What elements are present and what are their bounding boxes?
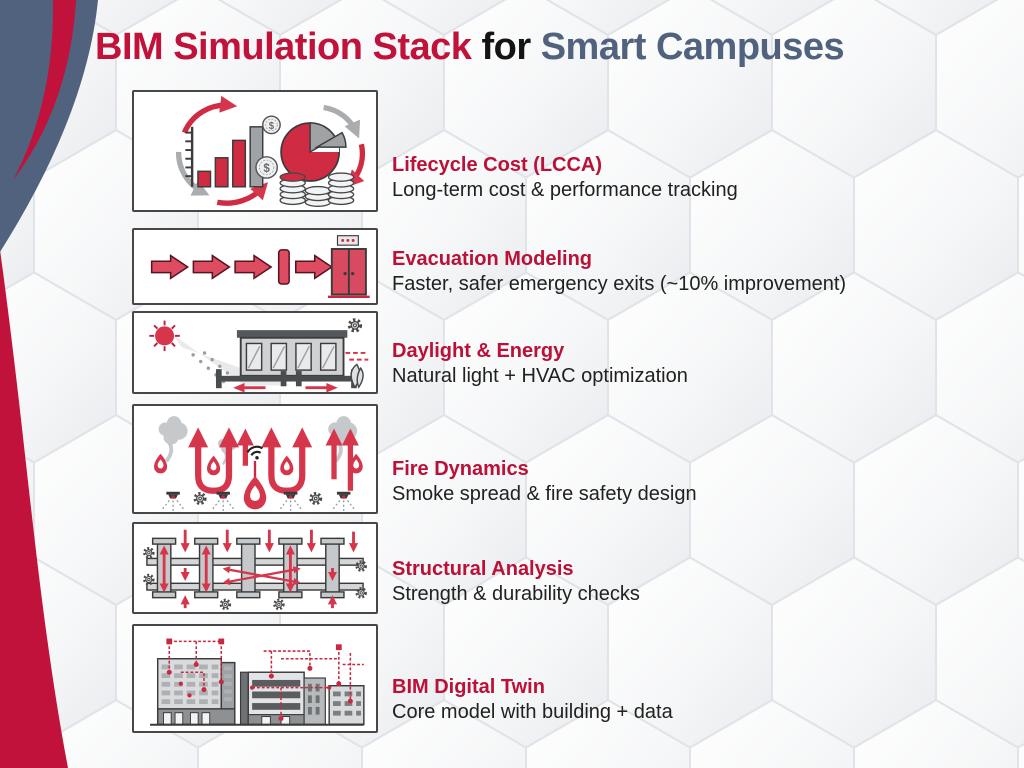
gear-icon bbox=[347, 318, 363, 333]
columns-load-arrows-illustration bbox=[132, 522, 378, 614]
blue-swoosh-shape bbox=[0, 0, 98, 252]
row-heading: Evacuation Modeling bbox=[392, 248, 593, 270]
exit-door-icon bbox=[328, 235, 370, 299]
page-title-red-part: BIM Simulation Stack bbox=[95, 26, 472, 68]
red-swoosh-sliver bbox=[13, 0, 76, 180]
data-circuit-overlay bbox=[168, 640, 364, 719]
leaf-icon bbox=[350, 363, 364, 389]
page-title-mid-part: for bbox=[481, 26, 531, 68]
flame-icon bbox=[154, 453, 168, 474]
row-description: Long-term cost & performance tracking bbox=[392, 179, 738, 201]
slide-arrows-icon bbox=[233, 382, 338, 392]
sun-building-hvac-illustration bbox=[132, 311, 378, 394]
row-fire-dynamics: Fire Dynamics Smoke spread & fire safety… bbox=[392, 457, 697, 506]
sprinkler-icon bbox=[332, 491, 355, 512]
sprinkler-icon bbox=[279, 491, 302, 512]
cycle-arrows-icon bbox=[175, 95, 366, 206]
row-description: Strength & durability checks bbox=[392, 583, 640, 605]
row-daylight-energy: Daylight & Energy Natural light + HVAC o… bbox=[392, 339, 688, 388]
data-node-dots bbox=[166, 638, 353, 721]
svg-text:$: $ bbox=[269, 121, 275, 132]
svg-text:$: $ bbox=[263, 162, 270, 175]
city-data-network-illustration bbox=[132, 624, 378, 733]
row-heading: Structural Analysis bbox=[392, 558, 574, 580]
smoke-icon bbox=[156, 414, 190, 462]
red-dash-lines bbox=[345, 352, 369, 361]
row-evacuation-modeling: Evacuation Modeling Faster, safer emerge… bbox=[392, 247, 846, 296]
row-lifecycle-cost: Lifecycle Cost (LCCA) Long-term cost & p… bbox=[392, 153, 738, 202]
row-heading: BIM Digital Twin bbox=[392, 676, 545, 698]
sun-icon bbox=[149, 320, 180, 352]
gear-icon bbox=[193, 492, 207, 506]
row-description: Smoke spread & fire safety design bbox=[392, 483, 697, 505]
row-bim-digital-twin: BIM Digital Twin Core model with buildin… bbox=[392, 675, 673, 724]
sprinkler-icon bbox=[161, 491, 185, 512]
row-heading: Lifecycle Cost (LCCA) bbox=[392, 154, 603, 176]
bar-chart-icon bbox=[185, 126, 264, 188]
row-structural-analysis: Structural Analysis Strength & durabilit… bbox=[392, 557, 640, 606]
exit-arrows-door-illustration bbox=[132, 228, 378, 305]
red-bottom-curve bbox=[0, 250, 68, 768]
flame-icon bbox=[280, 455, 294, 476]
smoke-flames-sprinklers-illustration bbox=[132, 404, 378, 514]
buildings-icon bbox=[150, 658, 365, 726]
sprinkler-icon bbox=[211, 491, 235, 512]
updraft-arrows-icon bbox=[188, 427, 313, 494]
page-title: BIM Simulation Stack for Smart Campuses bbox=[95, 26, 845, 69]
gear-icon bbox=[143, 546, 155, 559]
row-description: Core model with building + data bbox=[392, 701, 673, 723]
gear-icon bbox=[355, 587, 367, 599]
lifecycle-cost-illustration: $ $ bbox=[132, 90, 378, 212]
gear-icon bbox=[309, 492, 323, 506]
corner-swoosh-decoration bbox=[0, 0, 98, 768]
evacuation-arrows-icon bbox=[150, 249, 333, 285]
flame-icon bbox=[207, 455, 221, 476]
gear-icon bbox=[219, 598, 232, 611]
row-description: Natural light + HVAC optimization bbox=[392, 365, 688, 387]
smart-sensor-flame-icon bbox=[243, 445, 267, 510]
building-icon bbox=[236, 330, 348, 377]
row-description: Faster, safer emergency exits (~10% impr… bbox=[392, 273, 847, 295]
gear-icon bbox=[355, 560, 367, 572]
dollar-coin-icon: $ $ bbox=[255, 115, 281, 179]
coin-stacks-icon bbox=[279, 172, 355, 208]
shear-cross-arrows-icon bbox=[222, 566, 301, 586]
row-heading: Daylight & Energy bbox=[392, 340, 565, 362]
page-title-blue-part: Smart Campuses bbox=[540, 26, 845, 68]
row-heading: Fire Dynamics bbox=[392, 458, 529, 480]
pie-chart-icon bbox=[280, 122, 347, 182]
gear-icon bbox=[273, 598, 285, 611]
light-beam bbox=[172, 333, 291, 386]
